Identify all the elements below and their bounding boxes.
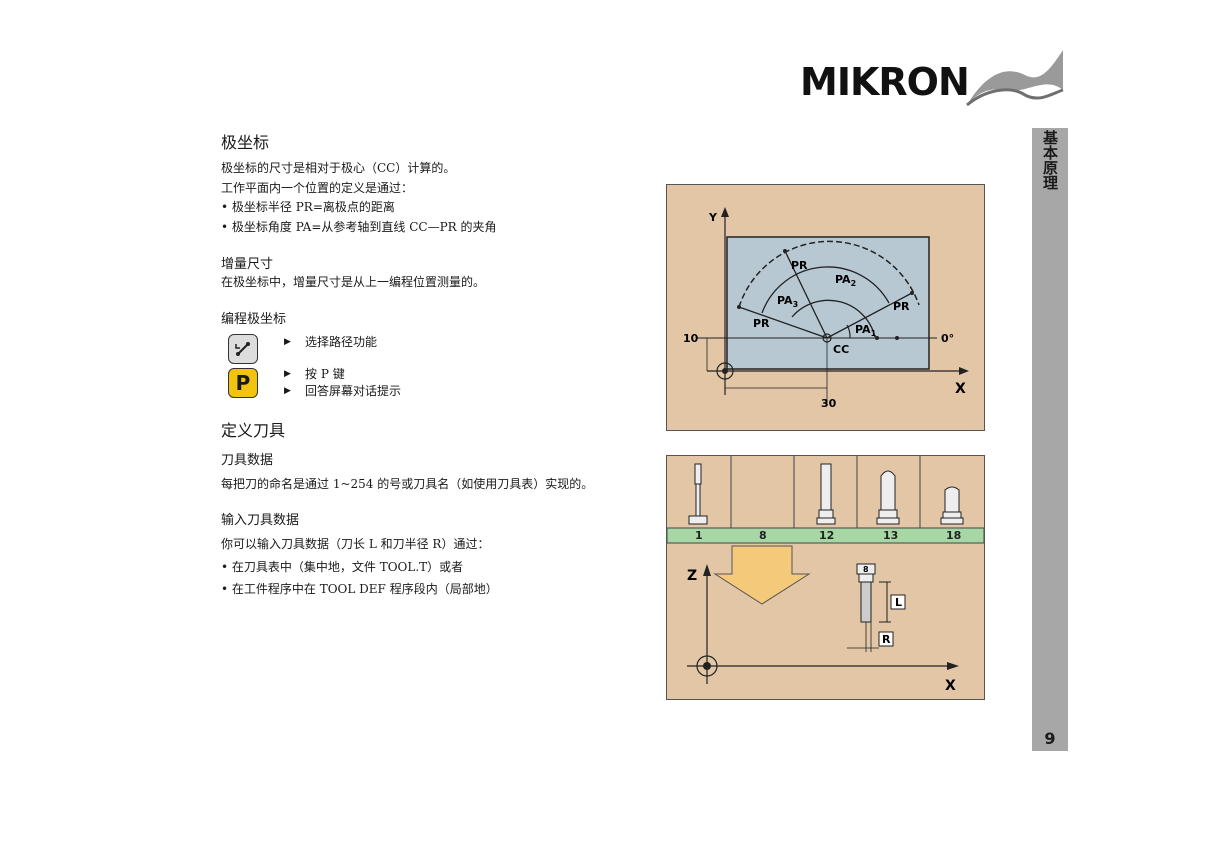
zero-degree-label: 0° — [941, 332, 954, 345]
tool-data-title: 刀具数据 — [221, 453, 274, 468]
x-axis-label-2: X — [945, 678, 956, 694]
pa2-label: PA2 — [835, 273, 856, 288]
incremental-text: 在极坐标中，增量尺寸是从上一编程位置测量的。 — [221, 275, 486, 289]
mikron-logo: MIKRON — [800, 60, 970, 104]
x-axis-label: X — [955, 381, 966, 397]
step-arrow-3: ▶ — [284, 386, 291, 396]
mikron-wave-icon — [966, 50, 1064, 107]
pa3-label: PA3 — [777, 294, 798, 309]
step-arrow-1: ▶ — [284, 337, 291, 347]
y-axis-label: Y — [708, 211, 718, 224]
tool-number-18: 18 — [946, 529, 961, 542]
section-title-programming: 编程极坐标 — [221, 312, 287, 327]
tool-data-text: 每把刀的命名是通过 1~254 的号或刀具名（如使用刀具表）实现的。 — [221, 477, 594, 491]
programming-step-2: 按 P 键 — [305, 367, 345, 381]
pr-label-3: PR — [893, 300, 910, 313]
section-title-tool: 定义刀具 — [221, 421, 286, 440]
polar-coordinates-figure: Y X PR PA2 PA3 PR PR PA1 CC 0° 10 30 — [666, 184, 985, 431]
tool-tag-8: 8 — [863, 565, 869, 574]
tool-input-title: 输入刀具数据 — [221, 513, 300, 528]
polar-bullet-2: • 极坐标角度 PA=从参考轴到直线 CC—PR 的夹角 — [221, 220, 497, 234]
pa1-label: PA1 — [855, 323, 877, 338]
path-function-key-icon — [228, 334, 258, 364]
tool-input-text: 你可以输入刀具数据（刀长 L 和刀半径 R）通过： — [221, 537, 490, 551]
tool-number-12: 12 — [819, 529, 834, 542]
section-title-incremental: 增量尺寸 — [221, 257, 274, 272]
programming-step-1: 选择路径功能 — [305, 335, 378, 349]
z-axis-label: Z — [687, 568, 697, 584]
page-number: 9 — [1044, 729, 1056, 748]
tool-number-13: 13 — [883, 529, 898, 542]
length-label: L — [895, 596, 902, 609]
tool-bullet-2: • 在工件程序中在 TOOL DEF 程序段内（局部地） — [221, 582, 498, 596]
tool-number-1: 1 — [695, 529, 703, 542]
chapter-title: 基本原理 — [1041, 130, 1059, 190]
step-arrow-2: ▶ — [284, 369, 291, 379]
pr-label-2: PR — [753, 317, 770, 330]
section-title-polar: 极坐标 — [221, 133, 270, 152]
radius-label: R — [882, 633, 891, 646]
programming-step-3: 回答屏幕对话提示 — [305, 384, 402, 398]
tool-number-8: 8 — [759, 529, 767, 542]
dim-10-label: 10 — [683, 332, 699, 345]
pr-label-1: PR — [791, 259, 808, 272]
polar-line-1: 极坐标的尺寸是相对于极心（CC）计算的。 — [221, 161, 456, 175]
cc-label: CC — [833, 343, 849, 356]
tool-data-figure: 1 8 12 13 18 8 L R Z X — [666, 455, 985, 700]
p-key-icon: P — [228, 368, 258, 398]
chapter-sidebar — [1032, 128, 1068, 751]
tool-bullet-1: • 在刀具表中（集中地，文件 TOOL.T）或者 — [221, 560, 464, 574]
dim-30-label: 30 — [821, 397, 837, 410]
polar-line-2: 工作平面内一个位置的定义是通过： — [221, 181, 414, 195]
polar-bullet-1: • 极坐标半径 PR=离极点的距离 — [221, 200, 395, 214]
